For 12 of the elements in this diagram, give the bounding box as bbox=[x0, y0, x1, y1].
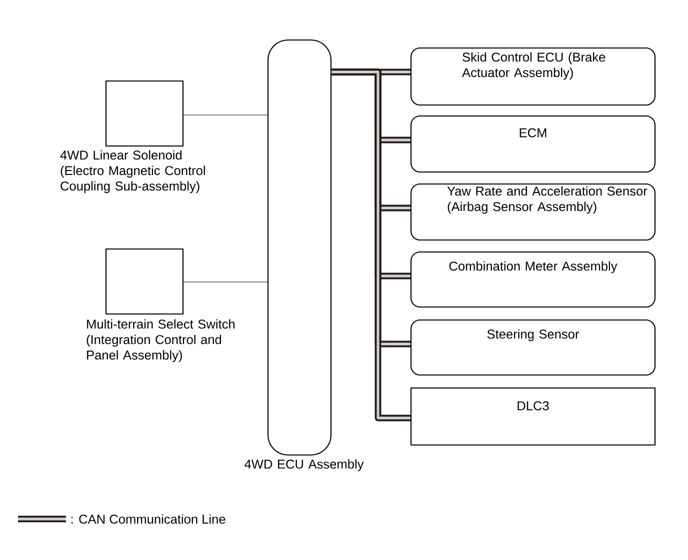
label: ECM bbox=[520, 128, 546, 138]
label: Yaw Rate and Acceleration Sensor (Airbag Sensor Assembly) bbox=[447, 186, 648, 214]
label: Multi-terrain Select Switch (Integration Control and Panel Assembly) bbox=[86, 319, 235, 362]
label: Combination Meter Assembly bbox=[449, 261, 618, 274]
connection-line bbox=[182, 114, 268, 116]
label: 4WD Linear Solenoid (Electro Magnetic Control Coupling Sub-assembly) bbox=[60, 150, 205, 194]
label: DLC3 bbox=[518, 401, 549, 410]
can-line bbox=[330, 68, 412, 422]
label: Skid Control ECU (Brake Actuator Assembly) bbox=[462, 52, 606, 80]
legend-text: : CAN Communication Line bbox=[71, 514, 226, 524]
label: Steering Sensor bbox=[487, 329, 580, 342]
label: 4WD ECU Assembly bbox=[244, 459, 364, 472]
